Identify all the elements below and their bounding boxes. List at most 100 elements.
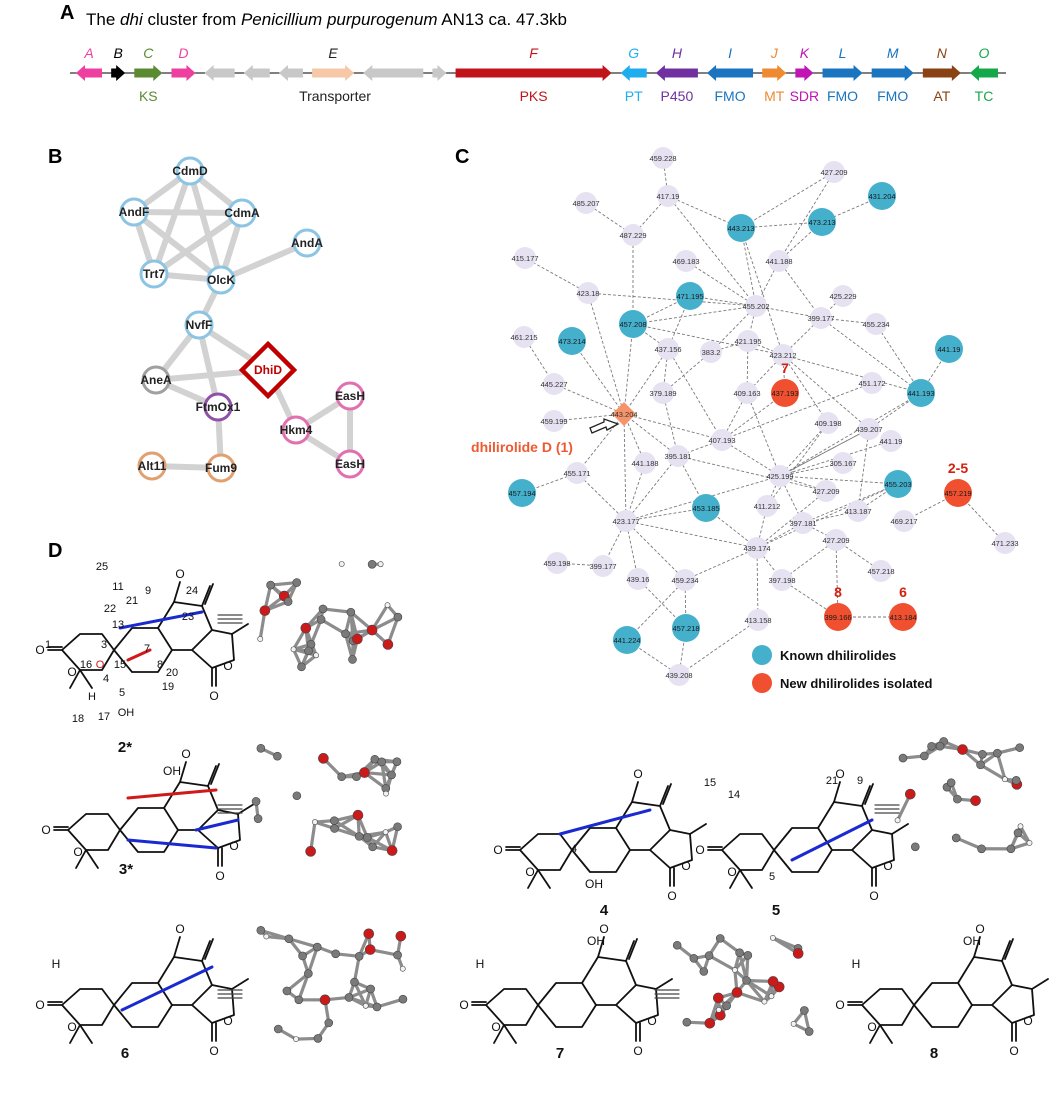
enzyme-node (203, 392, 233, 422)
node-mass-label: 457.218 (867, 567, 894, 576)
bond (173, 936, 181, 958)
enzyme-node (281, 415, 311, 445)
enzyme-label: FtmOx1 (196, 400, 241, 414)
gene-function-label: FMO (827, 88, 858, 104)
metabolite-node (667, 445, 689, 467)
metabolite-node (514, 247, 536, 269)
oxygen-atom (731, 987, 743, 998)
node-mass-label: 473.213 (808, 218, 835, 227)
ortep-bond (288, 937, 318, 949)
metabolite-node (577, 282, 599, 304)
atom-label: O (647, 1014, 656, 1028)
metabolite-node (746, 537, 768, 559)
atom-label: 9 (145, 585, 151, 597)
hydrogen-atom (768, 993, 775, 1000)
network-edge (625, 520, 686, 581)
node-mass-label: 441.19 (938, 345, 961, 354)
bond (659, 785, 669, 807)
hydrogen-atom (313, 652, 320, 659)
carbon-atom (304, 969, 313, 978)
gene-arrow (432, 65, 447, 81)
network-edge (623, 348, 669, 415)
gene-letter: N (937, 45, 948, 61)
enzyme-label: Trt7 (143, 267, 165, 281)
atom-label: OH (118, 707, 135, 719)
carbon-atom (312, 942, 322, 952)
carbon-atom (993, 748, 1002, 758)
network-edge (626, 579, 686, 641)
gene-arrow (363, 65, 424, 81)
metabolite-node (847, 500, 869, 522)
network-edge (678, 619, 759, 676)
bond (879, 1024, 893, 1044)
atom-label: O (35, 643, 44, 657)
node-mass-label: 455.202 (742, 302, 769, 311)
ortep-bond (738, 952, 749, 981)
bond (861, 785, 871, 807)
enzyme-label: EasH (335, 389, 365, 403)
gene-arrow (204, 65, 235, 81)
atom-label: 2* (118, 739, 132, 756)
bond (655, 978, 673, 990)
node-mass-label: 439.174 (743, 544, 770, 553)
carbon-atom (800, 1006, 809, 1015)
atom-label: O (175, 922, 184, 936)
enzyme-label: AneA (140, 373, 172, 387)
atom-label: 18 (72, 713, 84, 725)
hydrogen-atom (312, 819, 318, 825)
network-edge (779, 440, 892, 477)
ortep-bond (348, 995, 378, 1009)
carbon-atom (256, 744, 266, 753)
hydrogen-atom (338, 561, 345, 567)
atom-label: 25 (96, 561, 108, 573)
bond (597, 936, 605, 958)
carbon-atom (331, 949, 340, 959)
atom-label: O (1023, 1014, 1032, 1028)
compound-number-tag: 8 (834, 584, 842, 600)
ortep-bond (995, 752, 1007, 780)
carbon-atom (352, 772, 361, 782)
gene-arrow (707, 65, 754, 81)
node-mass-label: 407.193 (708, 436, 735, 445)
carbon-atom (743, 951, 753, 960)
atom-label: O (867, 1020, 876, 1034)
network-edge (857, 428, 870, 512)
atom-label: O (869, 889, 878, 903)
gene-letter: I (728, 45, 732, 61)
gene-letter: C (143, 45, 154, 61)
enzyme-node (139, 259, 169, 289)
ortep-bond (979, 763, 1006, 781)
metabolite-node (736, 382, 758, 404)
bond (1001, 940, 1011, 962)
node-mass-label: 427.209 (812, 487, 839, 496)
bond (231, 978, 249, 990)
network-edge (756, 547, 759, 621)
ortep-bond (322, 607, 352, 614)
network-edge (820, 317, 922, 394)
node-mass-label: 439.16 (627, 575, 650, 584)
oxygen-atom (792, 948, 804, 959)
atom-label: 17 (98, 711, 110, 723)
bond-chain (615, 801, 671, 851)
network-edge (835, 539, 839, 618)
legend-label: New dhilirolides isolated (780, 676, 932, 691)
network-edge (779, 475, 899, 485)
gene-function-label: FMO (714, 88, 745, 104)
bond (201, 585, 211, 607)
network-edge (756, 483, 899, 549)
node-mass-label: 399.177 (807, 314, 834, 323)
carbon-atom (935, 741, 945, 751)
enzyme-node (335, 449, 365, 479)
network-edge (755, 305, 822, 319)
node-mass-label: 413.184 (889, 613, 916, 622)
carbon-atom (977, 844, 986, 854)
gene-function-label: PKS (520, 88, 548, 104)
enzyme-node (227, 198, 257, 228)
atom-label: 3 (101, 639, 107, 651)
atom-label: H (476, 957, 485, 971)
bond-chain (581, 956, 637, 1006)
compound-number-tag: 2-5 (948, 460, 968, 476)
metabolite-node (870, 560, 892, 582)
gene-function-label: TC (975, 88, 994, 104)
